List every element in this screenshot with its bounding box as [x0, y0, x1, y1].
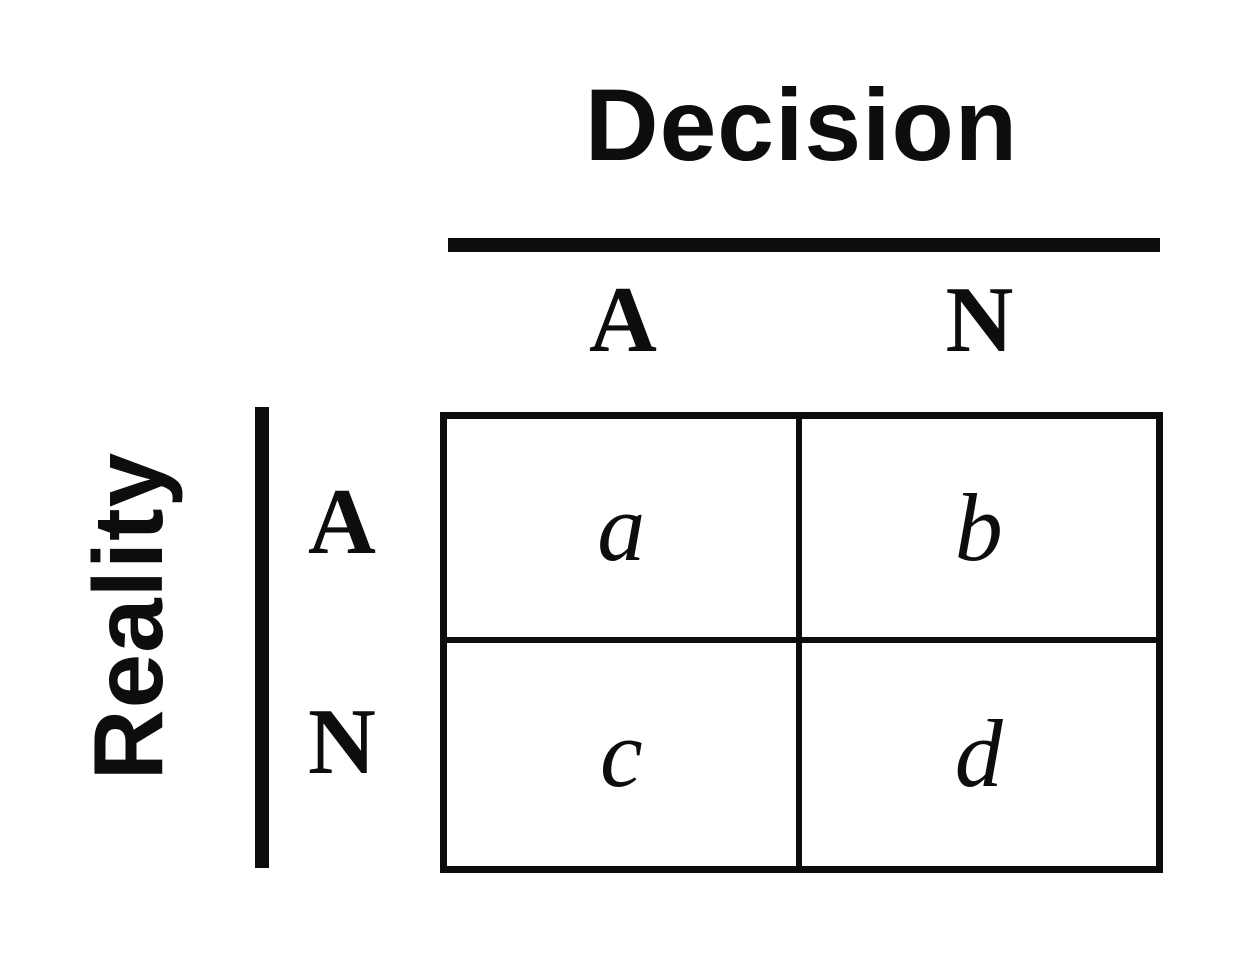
decision-axis-title: Decision	[584, 68, 1019, 182]
cell-reality-a-decision-a: a	[447, 419, 802, 643]
cell-reality-n-decision-a: c	[447, 642, 802, 866]
reality-row-header-a: A	[308, 470, 376, 574]
decision-col-header-n: N	[945, 268, 1014, 372]
cell-reality-a-decision-n: b	[801, 419, 1156, 643]
reality-axis-title: Reality	[73, 451, 183, 781]
decision-axis-rule	[448, 238, 1160, 252]
cell-reality-n-decision-n: d	[954, 700, 1003, 808]
reality-row-header-n: N	[308, 690, 376, 794]
reality-axis-rule	[255, 407, 269, 868]
matrix-grid: a b c d	[440, 412, 1163, 873]
decision-col-header-a: A	[589, 268, 657, 372]
